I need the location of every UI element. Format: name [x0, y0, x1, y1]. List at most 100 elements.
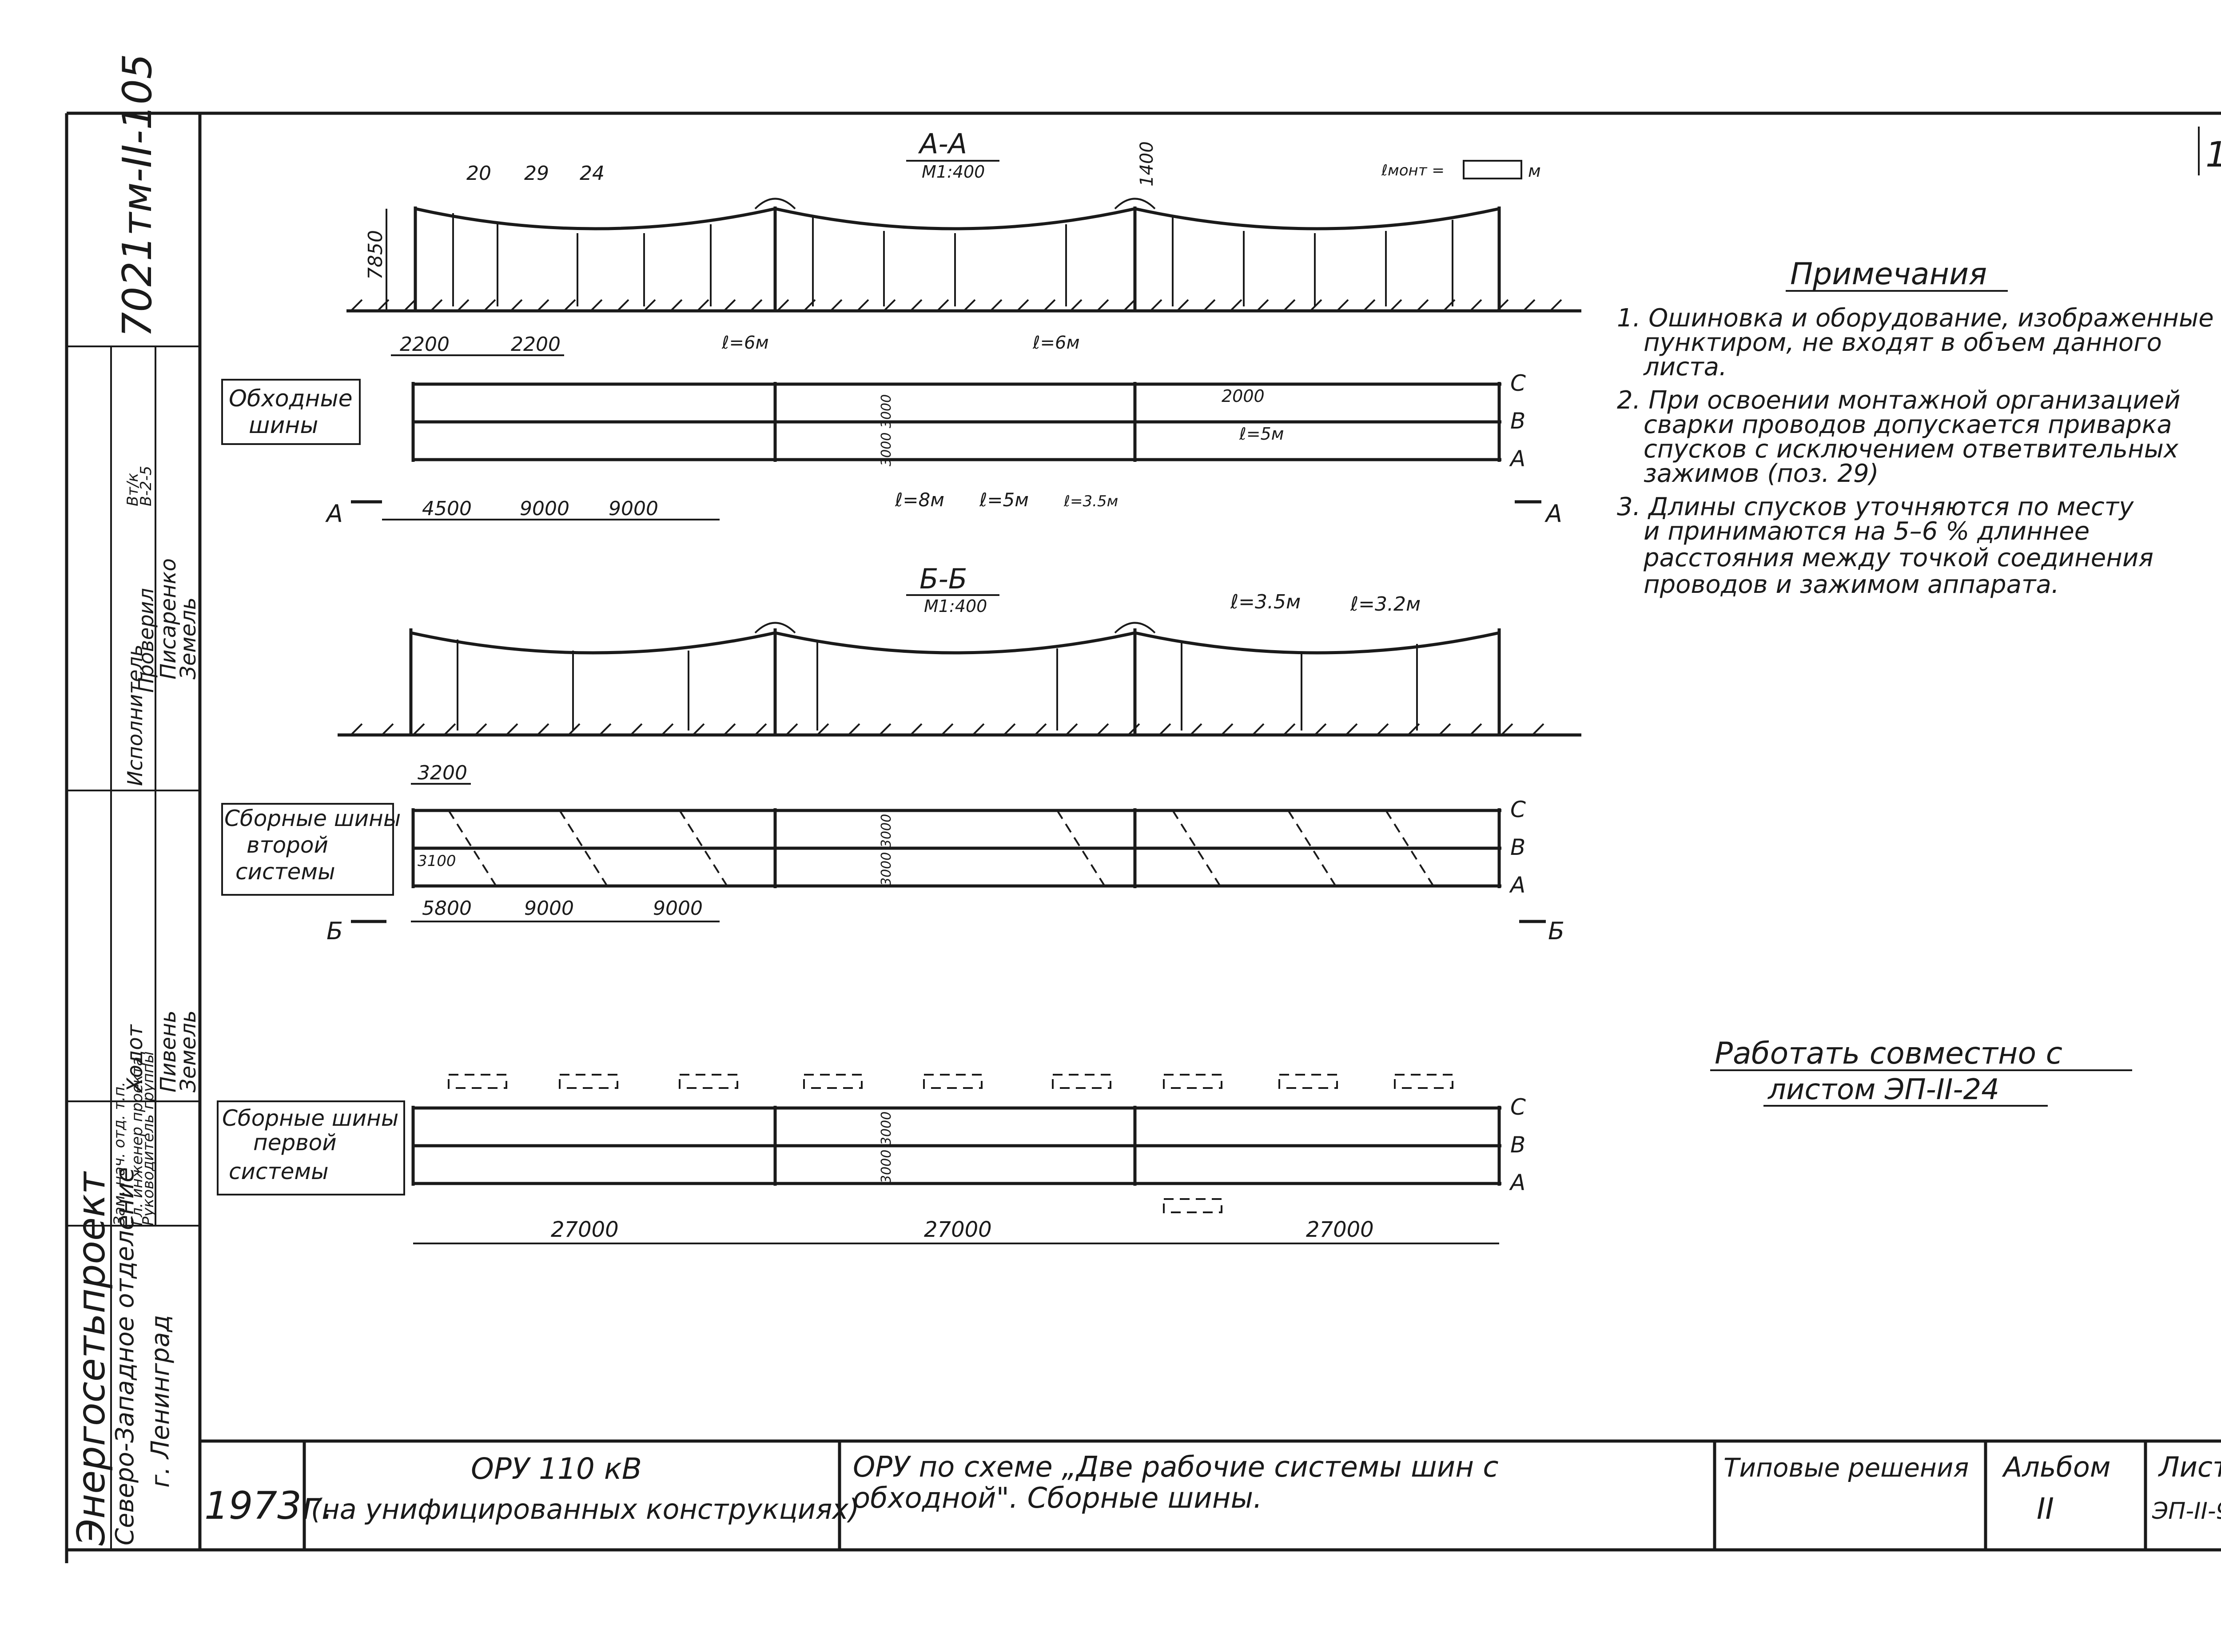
archive-code: 7021тм-II-105	[114, 54, 161, 338]
second-system-busbar-plan: Сборные шины второй системы С В А 3200 3…	[221, 762, 1564, 945]
stamp-role-4: Исполнитель	[123, 644, 147, 786]
stamp-city: г. Ленинград	[146, 1315, 175, 1488]
note-line-1: 1. Ошиновка и оборудование, изображенные	[1617, 304, 2214, 333]
bypass-drop-5: ℓ=5м	[979, 489, 1029, 511]
note-line-2: пунктиром, не входят в объем данного	[1644, 328, 2162, 357]
stamp-date-2: В-2-5	[137, 466, 155, 506]
bypass-top-dim-1: 2200	[400, 333, 450, 356]
note-line-5: сварки проводов допускается приварка	[1644, 410, 2172, 439]
note-line-11: проводов и зажимом аппарата.	[1644, 570, 2059, 599]
bypass-phase-a: А	[1509, 446, 1525, 472]
callout-24: 24	[580, 162, 605, 185]
bypass-label-2: шины	[249, 412, 318, 439]
second-phase-c: С	[1510, 797, 1526, 822]
note-line-3: листа.	[1643, 353, 1727, 381]
mount-length-label: ℓмонт =	[1381, 162, 1445, 179]
bypass-bottom-dim-3: 9000	[609, 497, 658, 520]
second-label-3: системы	[235, 859, 335, 885]
title-album-value: II	[2037, 1492, 2054, 1526]
second-bottom-dim-1: 5800	[422, 897, 472, 920]
first-label-3: системы	[229, 1159, 329, 1184]
title-object-2: (на унифицированных конструкциях)	[311, 1493, 859, 1525]
bypass-bay-dim: 3000 3000	[879, 394, 894, 466]
callout-29: 29	[524, 162, 549, 185]
first-bottom-dim-1: 27000	[551, 1217, 619, 1242]
notes-heading: Примечания	[1790, 257, 1987, 292]
section-a-scale: М1:400	[922, 162, 985, 182]
note-line-10: расстояния между точкой соединения	[1643, 544, 2153, 572]
title-year: 1973г.	[204, 1484, 334, 1528]
section-a-drop-left: ℓ=6м	[721, 333, 769, 353]
stamp-name-1: Ходот	[123, 1024, 147, 1094]
second-cut-left: Б	[326, 917, 343, 945]
bypass-inner-dim: 2000	[1222, 386, 1265, 406]
note-line-8: 3. Длины спусков уточняются по месту	[1617, 492, 2134, 521]
second-cut-right: Б	[1548, 917, 1564, 945]
notes-block: Примечания 1. Ошиновка и оборудование, и…	[1617, 257, 2214, 599]
stamp-date-1: Вт/к	[124, 473, 142, 506]
joint-work-note: Работать совместно с листом ЭП-II-24	[1710, 1036, 2132, 1107]
section-b-drop-32: ℓ=3.2м	[1350, 593, 1421, 616]
section-a-height-dim: 7850	[364, 230, 387, 280]
sheet-frame	[65, 111, 2221, 1563]
first-phase-a: А	[1509, 1170, 1525, 1195]
section-a-drop-right: ℓ=6м	[1032, 333, 1080, 353]
section-b-b: Б-Б М1:400 ℓ=3.5м ℓ=3.2м	[338, 563, 1581, 737]
bypass-phase-b: В	[1510, 408, 1525, 434]
mount-length-unit: м	[1528, 161, 1541, 181]
second-bottom-dim-3: 9000	[653, 897, 703, 920]
sheet-number-box: 105	[2198, 127, 2221, 175]
section-a-span-dim: 1400	[1137, 141, 1157, 187]
first-phase-c: С	[1510, 1094, 1526, 1120]
second-phase-b: В	[1510, 834, 1525, 860]
second-bottom-dim-2: 9000	[524, 897, 574, 920]
second-phase-a: А	[1509, 872, 1525, 898]
bypass-cut-left: А	[325, 500, 343, 528]
sheet-number: 105	[2205, 135, 2221, 175]
section-a-a: А-А М1:400 7850 20 29 24 1400 ℓмонт = м	[346, 127, 1581, 353]
note-line-4: 2. При освоении монтажной организацией	[1617, 386, 2181, 415]
section-b-title: Б-Б	[919, 563, 967, 595]
stamp-name-4: Писаренко	[156, 558, 181, 679]
stamp-role-3: Руководитель группы	[139, 1051, 157, 1226]
title-object-1: ОРУ 110 кВ	[471, 1452, 642, 1486]
title-sheet-label: Лист	[2158, 1451, 2221, 1483]
bypass-top-dim-2: 2200	[511, 333, 561, 356]
first-phase-b: В	[1510, 1132, 1525, 1158]
stamp-org: Энергосетьпроект	[69, 1171, 114, 1546]
second-label-2: второй	[247, 832, 328, 858]
bypass-cut-right: А	[1544, 500, 1562, 528]
first-plan-dashed-equipment	[448, 1074, 1453, 1213]
bypass-drop-5-upper: ℓ=5м	[1239, 424, 1284, 444]
note-line-6: спусков с исключением ответвительных	[1644, 435, 2179, 464]
title-album-label: Альбом	[2002, 1451, 2111, 1483]
stamp-role-1: Зам. нач. отд. т.п.	[111, 1082, 128, 1226]
title-type-label: Типовые решения	[1723, 1453, 1969, 1483]
bypass-busbar-plan: Обходные шины С В А 2200 2200 4500 9000 …	[221, 333, 1562, 528]
first-bottom-dim-3: 27000	[1306, 1217, 1374, 1242]
note-line-7: зажимов (поз. 29)	[1644, 459, 1879, 488]
section-b-drop-35: ℓ=3.5м	[1230, 591, 1301, 613]
bypass-label-1: Обходные	[229, 385, 353, 412]
title-block: 1973г. ОРУ 110 кВ (на унифицированных ко…	[200, 1439, 2221, 1550]
section-a-title: А-А	[918, 127, 967, 160]
title-subject-1: ОРУ по схеме „Две рабочие системы шин с	[853, 1451, 1499, 1484]
section-b-scale: М1:400	[924, 596, 987, 616]
stamp-name-5: Земель	[176, 597, 201, 679]
first-system-busbar-plan: Сборные шины первой системы С В А 3000 3…	[217, 1074, 1526, 1244]
bypass-bottom-dim-1: 4500	[422, 497, 472, 520]
bypass-drop-8: ℓ=8м	[895, 489, 944, 511]
title-sheet-value: ЭП-II-9	[2152, 1498, 2221, 1525]
stamp-branch: Северо-Западное отделение	[111, 1167, 139, 1545]
stamp-name-2: Пивень	[156, 1010, 181, 1092]
left-stamp: 7021тм-II-105 Зам. нач. отд. т.п. Гл. ин…	[67, 54, 201, 1550]
first-bottom-dim-2: 27000	[924, 1217, 992, 1242]
bypass-bottom-dim-2: 9000	[520, 497, 569, 520]
joint-note-line-1: Работать совместно с	[1715, 1036, 2062, 1071]
title-subject-2: обходной". Сборные шины.	[853, 1482, 1262, 1515]
second-side-dim: 3100	[418, 852, 456, 870]
stamp-role-5: Проверил	[134, 588, 158, 693]
stamp-role-2: Гл. инженер проекта	[128, 1057, 146, 1226]
bypass-phase-c: С	[1510, 370, 1526, 396]
